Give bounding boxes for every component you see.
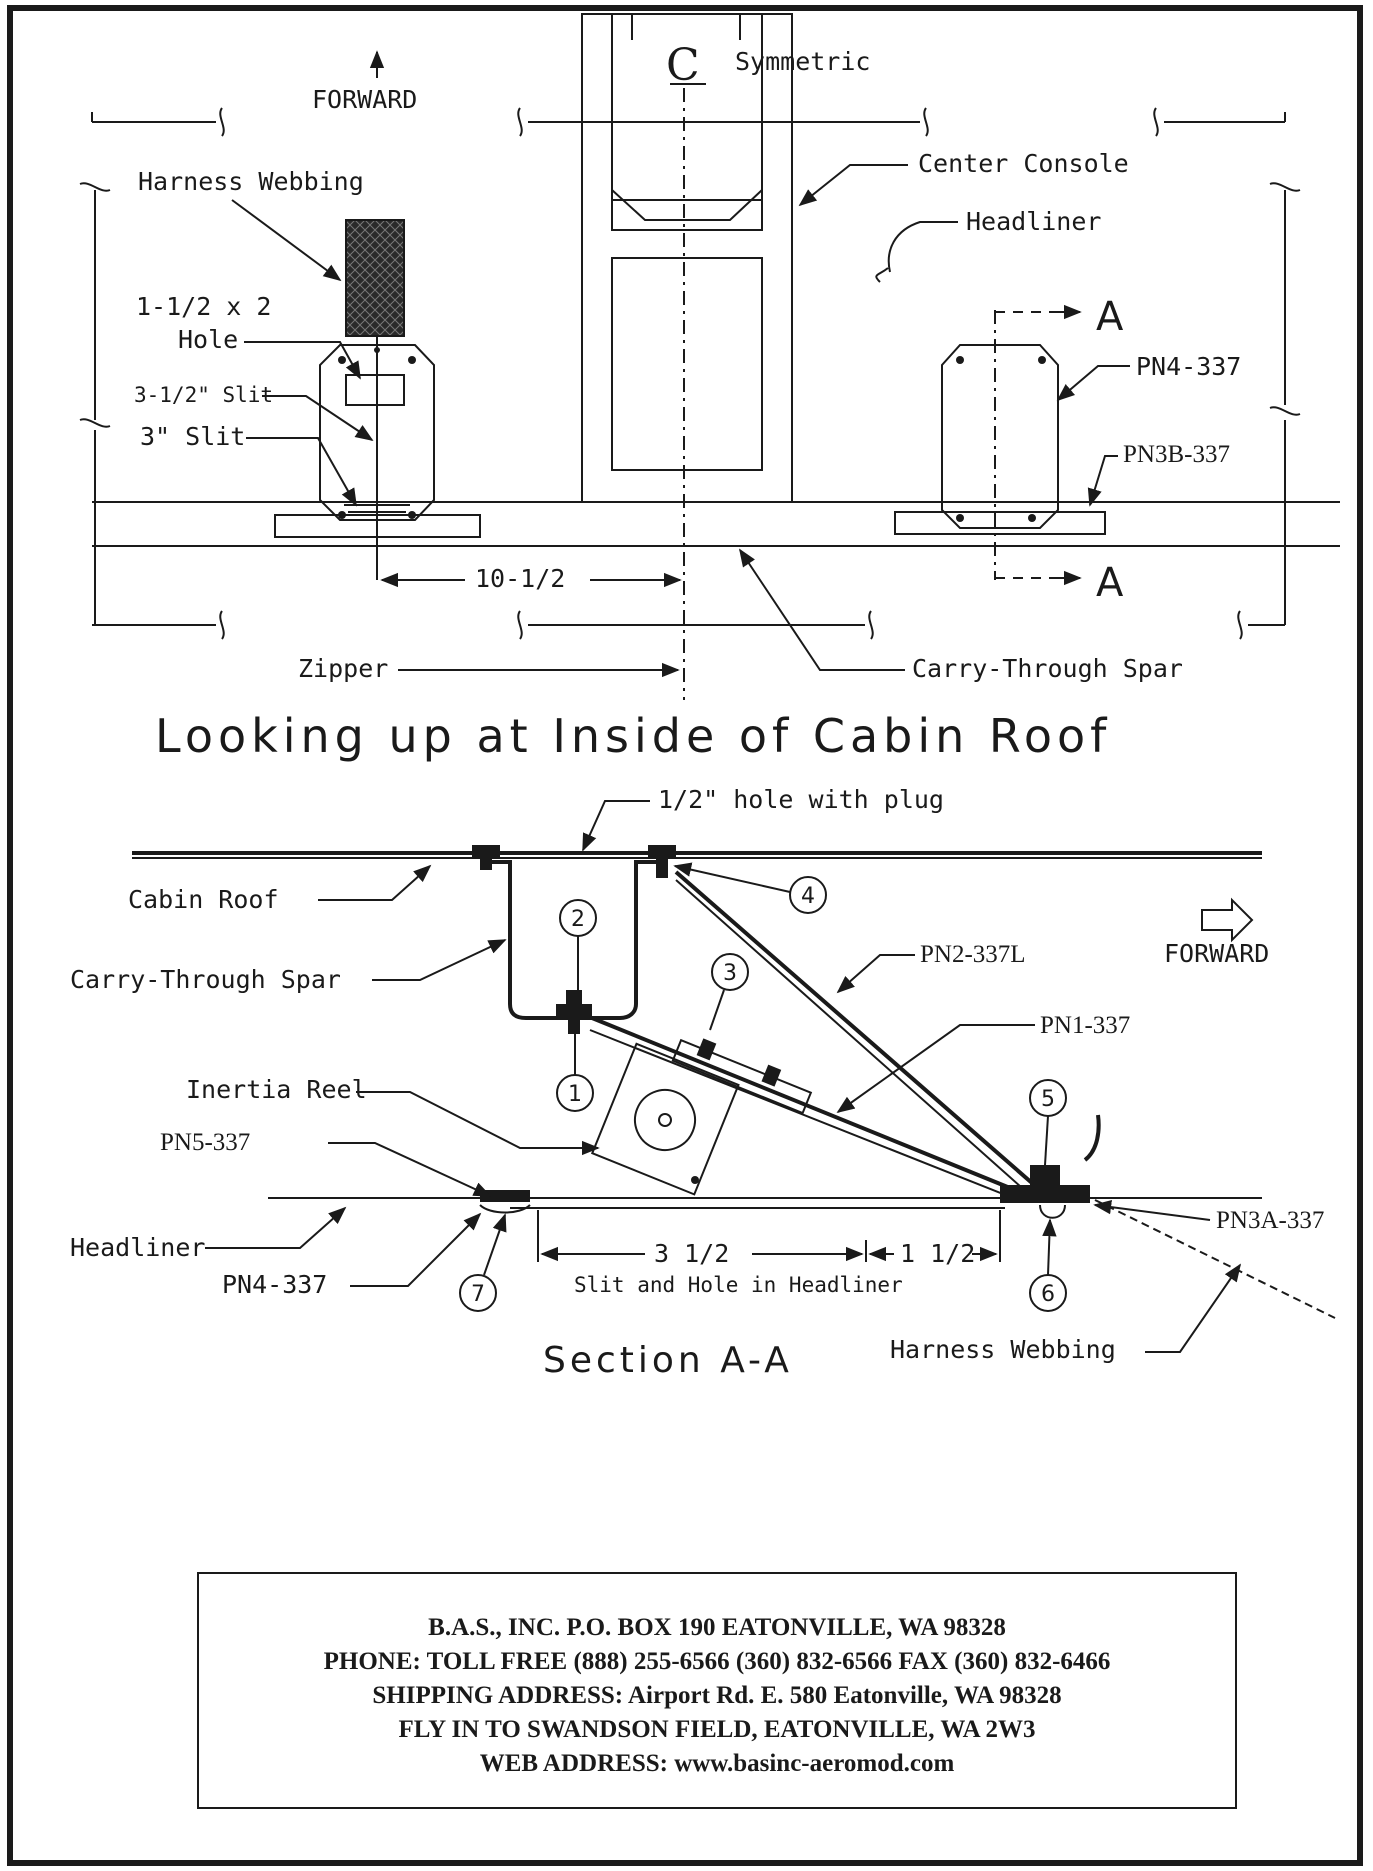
balloon-4: 4 — [789, 876, 827, 914]
svg-text:5: 5 — [1041, 1087, 1055, 1112]
carry-through-spar-label-section: Carry-Through Spar — [70, 965, 341, 994]
headliner-label-top: Headliner — [966, 207, 1101, 236]
pn4-label-top: PN4-337 — [1136, 352, 1241, 381]
symmetric-label: Symmetric — [735, 47, 870, 76]
address-fly-in: FLY IN TO SWANDSON FIELD, EATONVILLE, WA… — [399, 1716, 1036, 1743]
hole-with-plug-label: 1/2" hole with plug — [658, 785, 944, 814]
right-base-strip — [894, 511, 1106, 535]
address-shipping: SHIPPING ADDRESS: Airport Rd. E. 580 Eat… — [372, 1682, 1061, 1709]
pn4-label-section: PN4-337 — [222, 1270, 327, 1299]
pn2-label: PN2-337L — [920, 941, 1026, 968]
harness-webbing-strap — [345, 219, 405, 337]
center-console-label: Center Console — [918, 149, 1129, 178]
dimension-3-half: 3 1/2 — [654, 1239, 729, 1268]
balloon-6: 6 — [1029, 1274, 1067, 1312]
balloon-3: 3 — [711, 953, 749, 991]
svg-text:2: 2 — [571, 907, 585, 932]
pn3b-label: PN3B-337 — [1123, 441, 1230, 468]
forward-label: FORWARD — [312, 85, 417, 114]
address-web: WEB ADDRESS: www.basinc-aeromod.com — [480, 1750, 955, 1777]
forward-label-section: FORWARD — [1164, 939, 1269, 968]
section-marker-top: A — [1096, 294, 1124, 340]
svg-text:4: 4 — [801, 884, 815, 909]
pn1-label: PN1-337 — [1040, 1012, 1130, 1039]
address-box: B.A.S., INC. P.O. BOX 190 EATONVILLE, WA… — [197, 1572, 1237, 1809]
dimension-10-half: 10-1/2 — [475, 564, 565, 593]
harness-webbing-label-section: Harness Webbing — [890, 1335, 1116, 1364]
address-phone: PHONE: TOLL FREE (888) 255-6566 (360) 83… — [324, 1648, 1111, 1675]
page-border — [7, 5, 1363, 1866]
left-plate — [319, 344, 435, 521]
right-plate-pn4 — [941, 344, 1059, 529]
harness-webbing-label: Harness Webbing — [138, 167, 364, 196]
zipper-label: Zipper — [298, 654, 388, 683]
center-console-outline — [581, 13, 793, 503]
left-base-strip — [274, 514, 481, 538]
top-view-caption: Looking up at Inside of Cabin Roof — [155, 709, 1111, 763]
section-a-a: 1 2 3 4 5 6 7 1/2" hole with plug Cabin … — [70, 785, 1336, 1381]
balloon-7: 7 — [459, 1274, 497, 1312]
balloon-1: 1 — [556, 1074, 594, 1112]
section-marker-bottom: A — [1096, 560, 1124, 606]
inertia-reel-label: Inertia Reel — [186, 1075, 367, 1104]
address-line-1: B.A.S., INC. P.O. BOX 190 EATONVILLE, WA… — [428, 1614, 1006, 1641]
pn5-label: PN5-337 — [160, 1129, 250, 1156]
slit-long-label: 3-1/2" Slit — [134, 383, 273, 407]
svg-text:1: 1 — [568, 1082, 582, 1107]
pn2-strut — [674, 870, 1042, 1192]
slit-short-label: 3" Slit — [140, 422, 245, 451]
slit-hole-label: Slit and Hole in Headliner — [574, 1273, 903, 1297]
svg-text:6: 6 — [1041, 1282, 1055, 1307]
hole-label: Hole — [178, 325, 238, 354]
centerline-symbol: C — [666, 40, 700, 91]
forward-arrow-icon — [1201, 897, 1254, 943]
top-view: C Symmetric FORWARD A A Harness Webbing … — [79, 13, 1340, 763]
section-title: Section A-A — [543, 1340, 793, 1381]
svg-text:7: 7 — [471, 1282, 485, 1307]
carry-through-spar-label-top: Carry-Through Spar — [912, 654, 1183, 683]
balloon-2: 2 — [559, 899, 597, 937]
pn3a-label: PN3A-337 — [1216, 1207, 1324, 1234]
svg-text:3: 3 — [723, 961, 737, 986]
inertia-reel — [590, 1038, 813, 1196]
dimension-1-half: 1 1/2 — [900, 1239, 975, 1268]
balloon-5: 5 — [1029, 1079, 1067, 1117]
hole-size-label: 1-1/2 x 2 — [136, 292, 271, 321]
headliner-label-section: Headliner — [70, 1233, 205, 1262]
cabin-roof-label: Cabin Roof — [128, 885, 279, 914]
